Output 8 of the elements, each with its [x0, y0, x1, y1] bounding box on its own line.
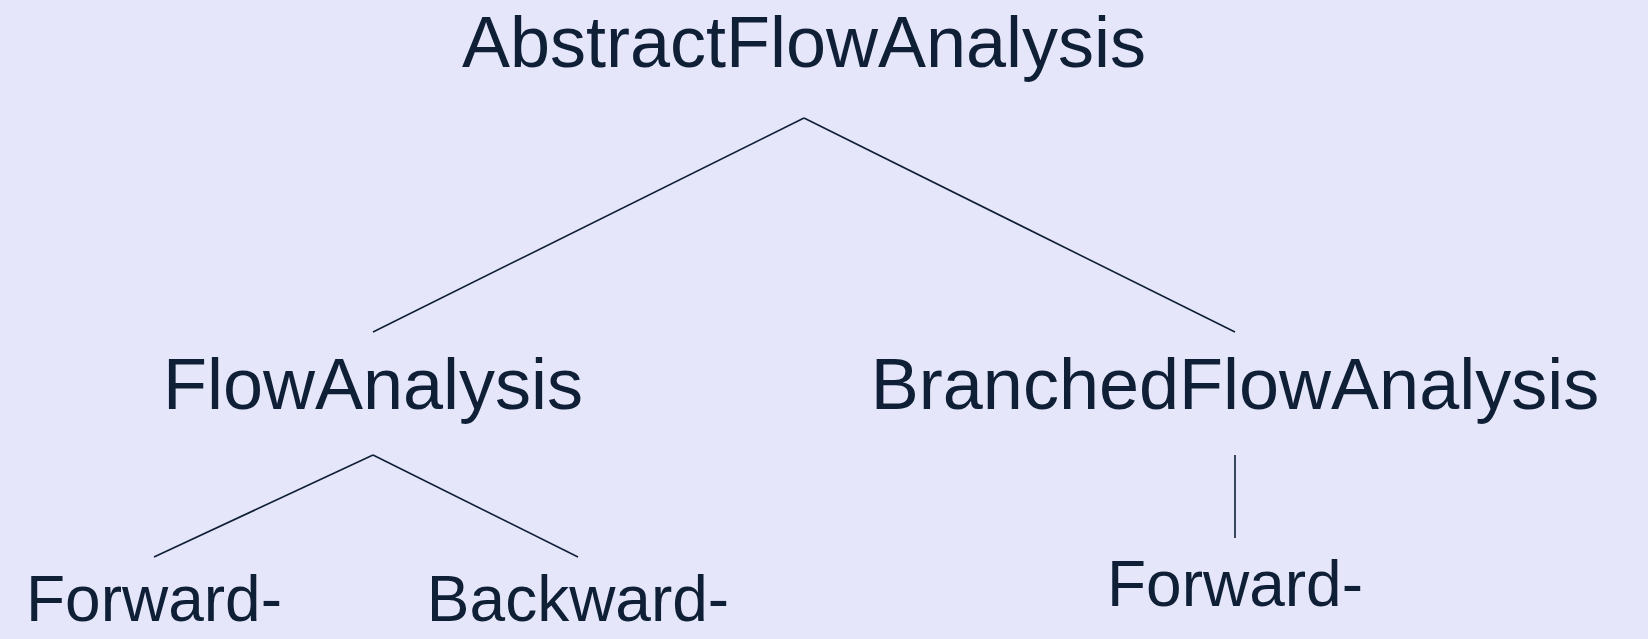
connector-line [372, 117, 805, 333]
class-name: Forward- [26, 567, 282, 631]
connector-line [803, 117, 1236, 333]
class-name: Forward- [1107, 552, 1363, 616]
connector-line [1234, 454, 1236, 539]
connector-line [153, 454, 374, 558]
class-name: Backward- [426, 567, 730, 631]
connector-line [372, 454, 579, 558]
